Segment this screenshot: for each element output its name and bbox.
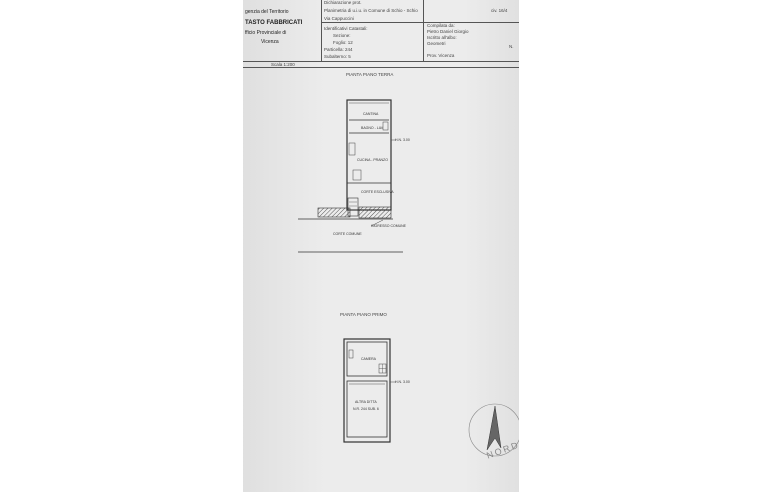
agency-line-3: fficio Provinciale di (245, 30, 287, 36)
north-arrow-icon (486, 405, 502, 451)
header-scale-rule (243, 67, 519, 68)
first-height-label: H.N. 3.00 (395, 380, 410, 384)
street-label: CORTE COMUNE (333, 232, 362, 236)
n-label: N. (509, 44, 514, 49)
stair-block (347, 197, 359, 217)
doc-line-3: Via Cappuccini (324, 16, 354, 21)
ground-height-label: H.N. 3.00 (395, 138, 410, 142)
compiled-by: Compilata da: (427, 23, 455, 28)
north-circle (468, 403, 519, 457)
registered-at: Iscritto all'albo: (427, 35, 457, 40)
first-floor-title: PIANTA PIANO PRIMO (340, 312, 387, 317)
first-floor-room-1 (346, 341, 388, 377)
room-label-corte: CORTE ESCLUSIVA (361, 190, 394, 194)
province: Prov. Vicenza (427, 53, 455, 58)
scale-label: Scala 1:200 (271, 62, 295, 67)
registered-role: Geometri (427, 41, 446, 46)
doc-line-1: Dichiarazione prot. (324, 0, 362, 5)
room-label-cantina: CANTINA (363, 112, 379, 116)
doc-ref: civ. 16/4 (491, 8, 508, 13)
header-mid-rule (321, 22, 519, 23)
floor-plan-sheet: genzia del Territorio TASTO FABBRICATI f… (243, 0, 521, 492)
compiler-name: Pietro Daniel Giorgio (427, 29, 469, 34)
first-floor-outline (343, 338, 391, 443)
agency-city: Vicenza (261, 39, 279, 45)
paper-shading (243, 0, 519, 492)
agency-line-1: genzia del Territorio (245, 9, 289, 15)
cadastral-parcel: Particella: 244 (324, 47, 353, 52)
doc-line-2: Planimetria di u.i.u. in Comune di Schio… (324, 8, 418, 13)
agency-line-2: TASTO FABBRICATI (245, 20, 303, 26)
stair-label: INGRESSO COMUNE (371, 224, 407, 228)
room-label-cucina: CUCINA - PRANZO (357, 158, 388, 162)
header-bottom-rule (243, 61, 519, 62)
room-label-bagno: BAGNO - LAV (361, 126, 384, 130)
first-floor-room-2 (346, 380, 388, 438)
courtyard-wall-right (358, 206, 392, 219)
header-divider-2 (423, 0, 424, 62)
floor-plan-drawing (298, 99, 519, 457)
ground-floor-title: PIANTA PIANO TERRA (346, 72, 394, 77)
cadastral-sub: Subalterno: 5 (324, 54, 351, 59)
cadastral-title: Identificativi Catastali: (324, 26, 368, 31)
cadastral-section: Sezione: (333, 33, 351, 38)
room-label-camera: CAMERA (361, 357, 376, 361)
room-label-sub: N.R. 244 SUB. 6 (353, 407, 379, 411)
courtyard-wall-left (317, 207, 351, 218)
header-divider-1 (321, 0, 322, 62)
cadastral-sheet: Foglio: 12 (333, 40, 353, 45)
room-label-altra-ditta: ALTRA DITTA (355, 400, 377, 404)
